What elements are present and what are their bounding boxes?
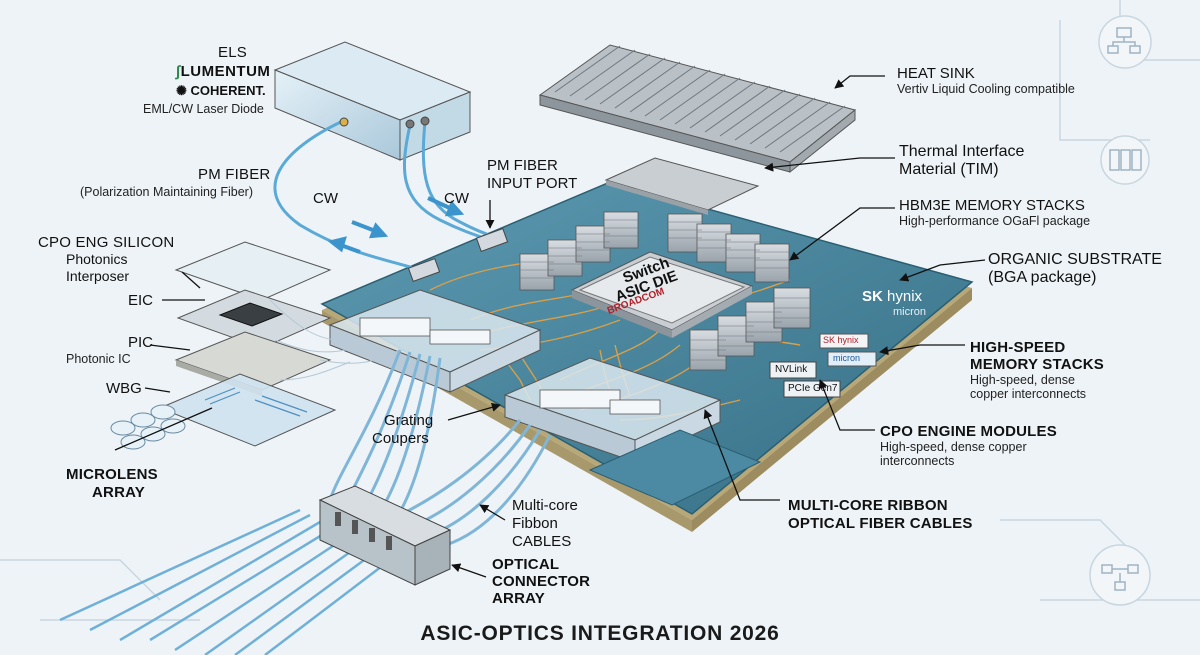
pcie-tag: PCIe Gen7 <box>788 383 838 394</box>
substrate-line1: ORGANIC SUBSTRATE <box>988 251 1162 268</box>
pm-input-line2: INPUT PORT <box>487 175 578 192</box>
connector-line2: CONNECTOR <box>492 573 591 590</box>
hbm-sub: High-performance OGaFl package <box>899 214 1091 228</box>
multicore-line1: MULTI-CORE RIBBON <box>788 497 948 514</box>
substrate-micron-logo: micron <box>893 306 927 318</box>
els-heading: ELS <box>218 44 247 61</box>
cpo-modules-sub1: High-speed, dense copper <box>880 440 1027 454</box>
microlens-array <box>110 404 186 450</box>
grating-line2: Coupers <box>372 430 429 447</box>
hs-memory-sub2: copper interconnects <box>970 387 1087 401</box>
hs-memory-line1: HIGH-SPEED <box>970 339 1066 356</box>
cw-arrows <box>327 196 465 254</box>
hs-memory-line2: MEMORY STACKS <box>970 356 1104 373</box>
cw-label-1: CW <box>313 190 338 207</box>
cpo-silicon-line1: CPO ENG SILICON <box>38 234 175 251</box>
els-laser-box <box>273 41 472 161</box>
coherent-mark-icon: ✺ <box>176 83 187 98</box>
nvlink-tag: NVLink <box>775 364 808 375</box>
thermal-interface-material <box>604 157 760 215</box>
pm-fiber-heading: PM FIBER <box>198 166 271 183</box>
grating-line1: Grating <box>384 412 434 429</box>
ribbon-line3: CABLES <box>512 533 572 550</box>
heat-sink-heading: HEAT SINK <box>897 65 975 82</box>
cpo-modules-sub2: interconnects <box>880 454 955 468</box>
coherent-logo: ✺ COHERENT. <box>176 83 266 99</box>
hbm-heading: HBM3E MEMORY STACKS <box>899 197 1085 214</box>
substrate-hynix-text: hynix <box>887 288 923 305</box>
coherent-brand-text: COHERENT. <box>190 83 266 98</box>
els-sub: EML/CW Laser Diode <box>143 102 264 116</box>
pic-heading: PIC <box>128 334 154 351</box>
diagram-title: ASIC-OPTICS INTEGRATION 2026 <box>420 622 780 645</box>
cpo-silicon-interposer <box>174 241 332 301</box>
lumentum-brand-text: LUMENTUM <box>180 63 271 80</box>
eic-layer <box>176 289 332 349</box>
light-rays <box>269 299 401 381</box>
micron-tag: micron <box>833 353 861 363</box>
cpo-modules-heading: CPO ENGINE MODULES <box>880 423 1057 440</box>
sk-hynix-tag: SK hynix <box>823 335 859 345</box>
flow-icon <box>1101 564 1139 591</box>
network-icon <box>1107 27 1141 54</box>
pm-input-line1: PM FIBER <box>487 157 558 174</box>
hs-memory-sub1: High-speed, dense <box>970 373 1075 387</box>
microlens-line2: ARRAY <box>92 484 145 501</box>
leader-lines <box>114 75 986 578</box>
fiber-connectors <box>339 116 509 283</box>
chip-footprint <box>588 429 762 506</box>
eic-label: EIC <box>128 292 154 309</box>
tim-line2: Material (TIM) <box>899 161 999 178</box>
substrate-sk-text: SK <box>862 288 883 305</box>
lumentum-logo: ∫LUMENTUM <box>176 63 270 80</box>
substrate-sk-logo: SK hynix <box>862 288 922 305</box>
ribbon-line1: Multi-core <box>512 497 578 514</box>
hbm-stack-right-top <box>667 213 790 283</box>
cw-label-2: CW <box>444 190 469 207</box>
lumentum-mark-icon: ∫ <box>176 63 181 80</box>
ribbon-line2: Fibbon <box>512 515 558 532</box>
background-circuit-traces <box>0 0 1200 621</box>
heat-sink <box>538 44 857 174</box>
output-fibers <box>59 508 391 655</box>
optical-connector-array <box>318 485 452 586</box>
pic-sub: Photonic IC <box>66 352 131 366</box>
cpo-silicon-line3: Interposer <box>66 268 130 284</box>
substrate-line2: (BGA package) <box>988 269 1097 286</box>
connector-line3: ARRAY <box>492 590 545 607</box>
microlens-line1: MICROLENS <box>66 466 158 483</box>
pm-fiber-sub: (Polarization Maintaining Fiber) <box>80 185 253 199</box>
switch-asic-die <box>570 251 754 338</box>
wbg-layer <box>158 373 337 447</box>
connector-line1: OPTICAL <box>492 556 560 573</box>
multicore-line2: OPTICAL FIBER CABLES <box>788 515 973 532</box>
heat-sink-sub: Vertiv Liquid Cooling compatible <box>897 82 1075 96</box>
pm-fibers <box>273 118 499 272</box>
tim-line1: Thermal Interface <box>899 143 1025 160</box>
wbg-label: WBG <box>106 380 142 397</box>
hbm-layer-lines <box>520 219 810 361</box>
cpo-silicon-line2: Photonics <box>66 251 128 267</box>
server-rack-icon <box>1109 149 1142 171</box>
